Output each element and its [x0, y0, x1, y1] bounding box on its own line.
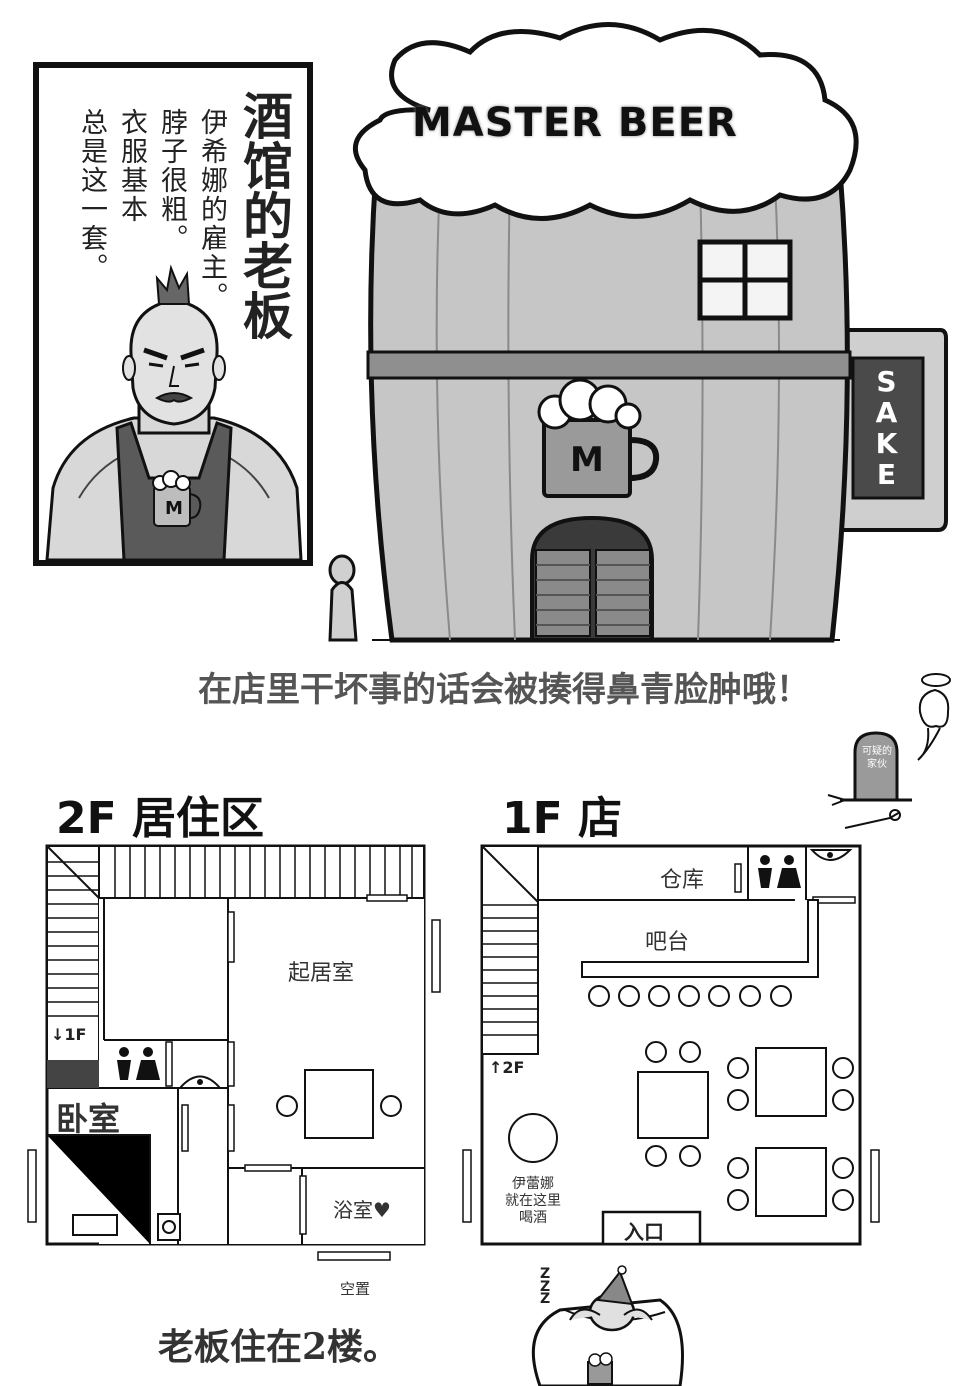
- floor2-vacant-label: 空置: [340, 1280, 371, 1298]
- floor2-title: 2F 居住区: [56, 793, 264, 844]
- boss-line-3: 衣服基本: [116, 108, 147, 224]
- floor1-title: 1F 店: [502, 793, 622, 844]
- caption-bottom: 老板住在2楼。: [158, 1326, 400, 1368]
- floor2-stairs-label: ↓1F: [51, 1025, 87, 1044]
- gravestone-text: 可疑的家伙: [862, 746, 892, 770]
- sake-sign: SAKE: [870, 365, 903, 489]
- boss-title: 酒馆的老板: [235, 90, 294, 340]
- boss-portrait: M: [45, 264, 303, 560]
- floor2-bedroom-label: 卧室: [56, 1100, 121, 1138]
- floor2-toilet-icon: [117, 1047, 160, 1080]
- floor1-note-line-3: 喝酒: [519, 1210, 547, 1226]
- caption-top: 在店里干坏事的话会被揍得鼻青脸肿哦！: [198, 670, 810, 710]
- mug-emblem-letter: M: [570, 440, 604, 480]
- floor1-toilet-icon: [758, 855, 801, 888]
- floor1-stairs-label: ↑2F: [489, 1058, 525, 1077]
- tavern-sign: MASTER BEER: [412, 100, 738, 146]
- floor2-bath-label: 浴室♥: [333, 1198, 391, 1222]
- floor1-note-line-1: 伊蕾娜: [512, 1176, 554, 1192]
- ghost-gravestone-illustration: [827, 673, 951, 829]
- sleep-zzz: ZZZ: [540, 1266, 551, 1308]
- floor2-living-room-label: 起居室: [288, 961, 355, 986]
- boss-line-4: 总是这一套。: [76, 108, 107, 282]
- floor1-bar-label: 吧台: [645, 930, 690, 955]
- floor2-stairs: [46, 845, 425, 1089]
- tavern-building: [328, 22, 948, 643]
- boss-info-box: 酒馆的老板 伊希娜的雇主。 脖子很粗。 衣服基本 总是这一套。 M: [33, 62, 313, 566]
- boss-line-2: 脖子很粗。: [156, 108, 187, 253]
- boss-line-1: 伊希娜的雇主。: [196, 108, 227, 311]
- svg-text:M: M: [165, 498, 183, 519]
- floor1-stairs: [481, 845, 539, 1055]
- floor1-note-line-2: 就在这里: [505, 1193, 561, 1209]
- floor1-storage-label: 仓库: [660, 868, 705, 893]
- floor1-entrance-label: 入口: [624, 1220, 664, 1244]
